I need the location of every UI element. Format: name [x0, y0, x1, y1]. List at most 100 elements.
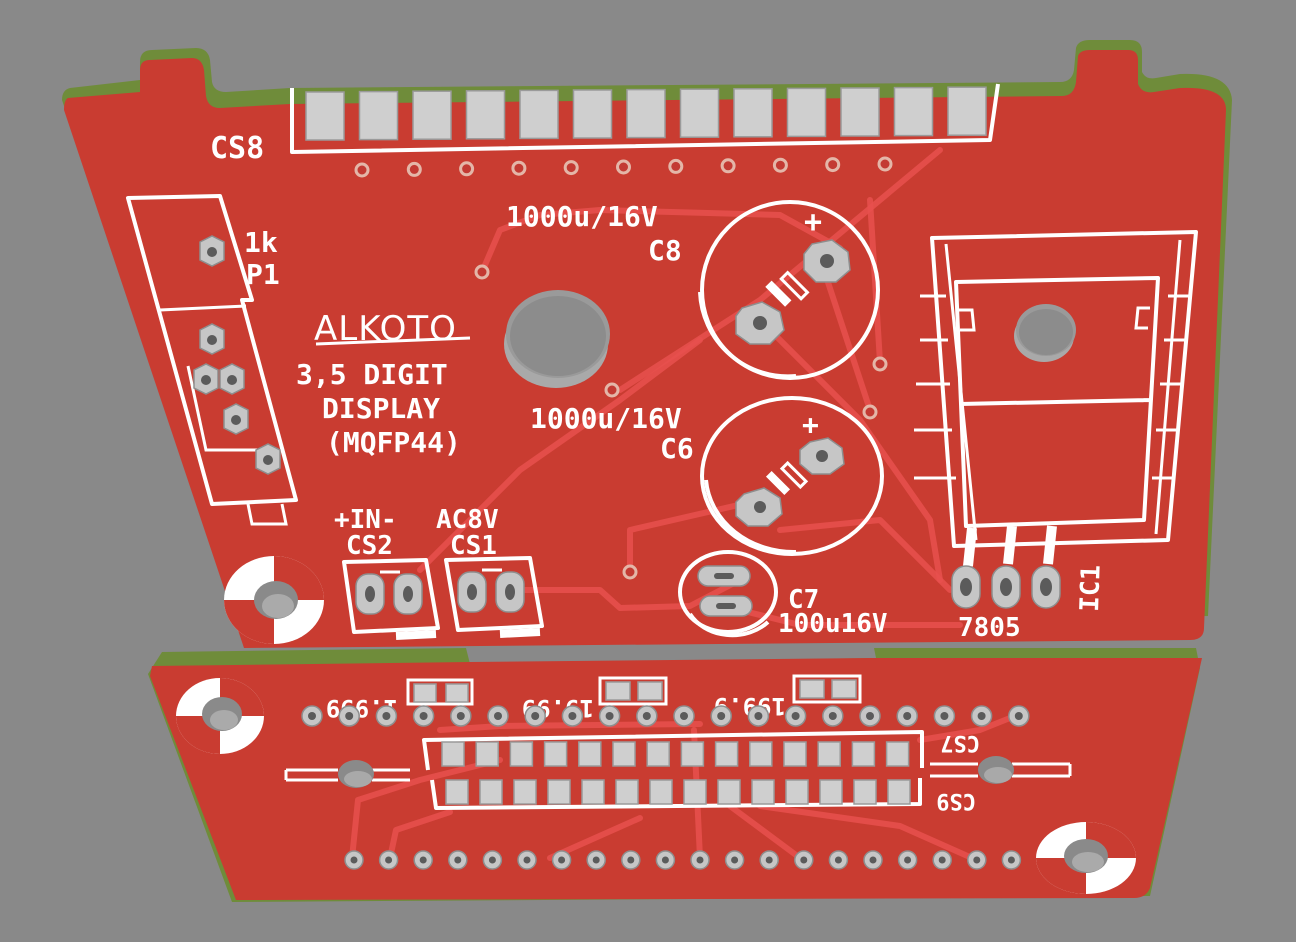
lcd-pad	[578, 741, 602, 767]
lcd-pad	[714, 741, 739, 767]
cs1-outline	[444, 556, 544, 632]
lcd-pad	[509, 741, 534, 767]
cs7-outline	[422, 730, 924, 771]
bottom-board: 1.999 19.99 199.9 CS7 CS9	[148, 648, 1202, 902]
edge-pad	[358, 90, 399, 141]
edge-pad	[519, 89, 559, 140]
ic1-value-label: 7805	[958, 613, 1021, 643]
c8-capacitor: +	[698, 200, 880, 380]
edge-pad	[947, 86, 987, 136]
lcd-pad	[851, 741, 876, 767]
trace	[417, 337, 703, 573]
top-board: CS8 1k	[62, 40, 1232, 648]
lcd-pad	[649, 779, 673, 805]
via	[877, 156, 893, 172]
cs2-pins-label: +IN-	[334, 505, 397, 535]
lcd-pad	[475, 741, 499, 767]
title-line-3: (MQFP44)	[326, 426, 461, 459]
cs2-key	[395, 630, 437, 640]
cs7-label: CS7	[940, 730, 980, 755]
edge-pad	[840, 87, 880, 137]
edge-pad	[786, 87, 827, 138]
title-line-1: 3,5 DIGIT	[296, 358, 448, 391]
lcd-pad	[853, 779, 877, 805]
bottom-left-mounting-ring	[176, 678, 264, 754]
c7-outline	[678, 550, 778, 634]
edge-pad	[465, 90, 506, 140]
trace	[757, 317, 943, 583]
lcd-pad	[543, 741, 568, 767]
c7-capacitor	[678, 550, 778, 638]
lcd-pad	[441, 741, 465, 767]
lcd-pad	[513, 779, 537, 805]
left-slot	[284, 760, 410, 788]
p1-value-label: 1k	[244, 226, 278, 259]
ic1-ref-label: IC1	[1075, 564, 1107, 612]
trace	[777, 517, 953, 593]
p1-ref-label: P1	[246, 258, 280, 291]
trace	[757, 803, 975, 861]
trace	[387, 809, 453, 861]
c6-value-label: 1000u/16V	[530, 402, 682, 435]
via	[825, 157, 841, 173]
via	[720, 158, 736, 174]
c6-ref-label: C6	[660, 432, 694, 465]
edge-pad	[893, 86, 934, 137]
ic1-leads	[963, 525, 1057, 567]
lcd-pad	[885, 741, 910, 767]
ic1-mounting-hole	[1014, 304, 1076, 362]
lcd-pad	[680, 741, 705, 767]
lcd-pad	[445, 779, 469, 805]
cs1-connector	[444, 556, 544, 638]
range-jumpers	[406, 674, 862, 706]
lcd-pad	[547, 779, 571, 805]
via	[406, 161, 422, 177]
cs1-pins-label: AC8V	[436, 505, 499, 535]
lcd-pad	[749, 741, 773, 767]
c6-capacitor: +	[700, 396, 884, 556]
ic1-notch	[958, 306, 1150, 332]
trace	[917, 715, 1013, 743]
c7-value-label: 100u16V	[778, 609, 888, 639]
top-vias	[474, 264, 888, 580]
center-mounting-hole	[504, 290, 610, 388]
lcd-pad	[717, 779, 741, 805]
c6-polarity-arc	[704, 479, 797, 555]
title-line-2: DISPLAY	[322, 392, 440, 425]
cs9-pads	[445, 779, 911, 805]
c7-polarity-arc	[688, 612, 770, 638]
cs2-ref-label: CS2	[346, 531, 393, 561]
top-pad-row	[301, 705, 1030, 727]
lcd-pad	[819, 779, 843, 805]
lcd-pad	[615, 779, 639, 805]
lcd-pad	[683, 779, 707, 805]
cs7-pads	[441, 741, 910, 767]
trace	[349, 757, 503, 861]
c8-polarity: +	[804, 205, 822, 240]
via	[616, 159, 631, 175]
lcd-pad	[751, 779, 775, 805]
ic1-regulator	[914, 230, 1198, 609]
cs9-outline	[430, 778, 922, 810]
cs2-outline	[342, 558, 440, 634]
edge-pad	[305, 91, 345, 141]
cs9-label: CS9	[936, 788, 976, 813]
via	[872, 356, 888, 372]
right-slot	[930, 756, 1072, 784]
cs8-label: CS8	[210, 131, 264, 166]
lcd-pad	[581, 779, 605, 805]
lcd-pad	[612, 741, 636, 767]
via	[668, 158, 684, 174]
p1-foot	[246, 503, 288, 526]
trace	[867, 197, 883, 365]
via	[511, 160, 527, 176]
c6-symbol	[765, 460, 809, 496]
p1-outline-inner	[159, 304, 260, 452]
trace	[817, 255, 873, 413]
c7-ref-label: C7	[788, 585, 819, 615]
lcd-pad	[887, 779, 911, 805]
alkoto-logo-underline	[315, 336, 471, 346]
cs1-ref-label: CS1	[450, 531, 497, 561]
edge-pad	[626, 88, 666, 139]
